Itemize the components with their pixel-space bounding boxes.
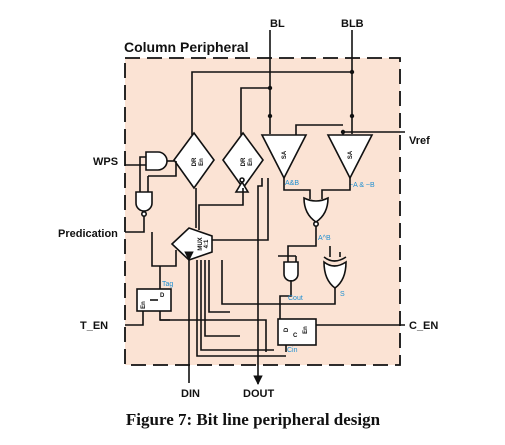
s-net-label: S [340,291,345,298]
logic-wires [221,246,341,305]
wps-and-gate [125,151,174,176]
xor-gate [323,256,347,289]
svg-text:MUX: MUX [198,237,204,250]
wps-label: WPS [93,156,118,168]
svg-text:D: D [160,293,165,299]
svg-text:SA: SA [282,150,288,159]
svg-text:C: C [293,333,298,339]
dout-label: DOUT [243,388,274,400]
write-driver-right: DR En [222,131,264,190]
sense-amp-left: SA [260,134,308,180]
diagram-title: Column Peripheral [124,39,248,55]
din-label: DIN [181,388,200,400]
carry-register: C En D [277,295,405,352]
vref-label: Vref [409,135,430,147]
svg-text:En: En [248,158,254,166]
xor-net-label: A^B [318,235,331,242]
predication-label: Predication [58,228,118,240]
nor-net-label: ~A & ~B [349,182,375,189]
c-en-label: C_EN [409,320,438,332]
svg-text:En: En [303,326,309,334]
sense-amp-right: SA [326,134,374,180]
write-driver-left: DR En [173,131,215,190]
svg-text:4:1: 4:1 [204,239,210,248]
svg-text:En: En [141,301,147,309]
long-wires [160,178,286,385]
bl-label: BL [270,18,285,30]
blb-label: BLB [341,18,364,30]
svg-text:SA: SA [348,150,354,159]
cout-net-label: Cout [288,295,303,302]
svg-text:En: En [199,158,205,166]
cin-net-label: Cin [287,347,298,354]
tag-net-label: Tag [162,281,173,288]
svg-text:D: D [284,327,290,332]
mux-4-to-1: MUX 4:1 [170,188,244,383]
and-gate-2 [283,261,299,282]
t-en-label: T_EN [80,320,108,332]
bit-line-wires [191,30,355,135]
and-net-label: A&B [285,180,299,187]
column-peripheral-box [124,57,401,366]
svg-text:DR: DR [192,157,198,166]
figure-caption: Figure 7: Bit line peripheral design [126,410,381,429]
inverter [234,177,250,193]
predication-nand-gate [125,161,177,233]
nor-gate [283,178,351,262]
tag-register: D En [125,232,177,326]
svg-text:DR: DR [241,157,247,166]
